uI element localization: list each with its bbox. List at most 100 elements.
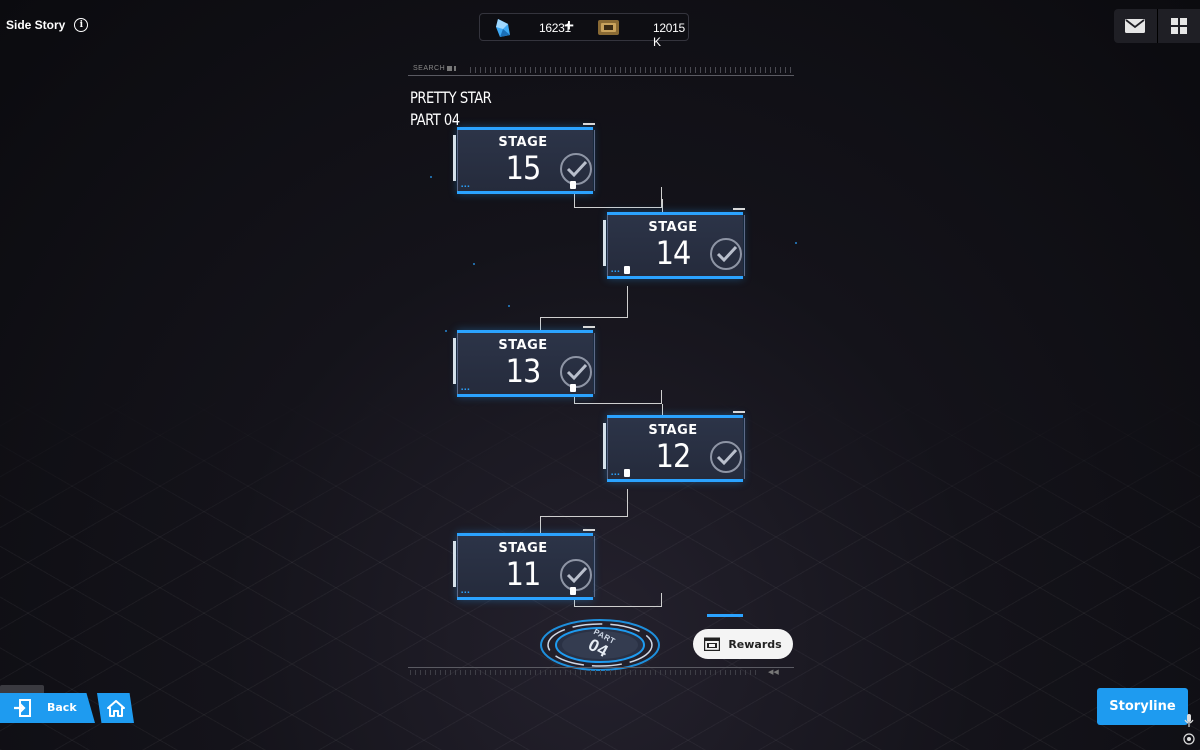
sparkle [430,176,432,178]
stage-dots: ▪▪▪ [611,472,621,478]
stage-card-15[interactable]: STAGE 15 ▪▪▪ [453,123,595,197]
stage-label: STAGE [498,541,548,556]
grid-floor [0,380,1200,750]
stage-node [570,587,576,595]
add-crystal-icon[interactable]: + [564,16,574,35]
stage-label: STAGE [648,423,698,438]
story-title-line2: PART 04 [410,110,460,129]
stage-node [570,181,576,189]
rewind-arrows-icon: ◀◀ [768,669,779,676]
info-icon[interactable]: i [74,18,89,32]
back-tab [0,685,44,693]
storyline-button[interactable]: Storyline [1097,688,1188,725]
stage-number: 11 [505,555,542,593]
sparkle [795,242,797,244]
stage-label: STAGE [648,220,698,235]
stage-label: STAGE [498,135,548,150]
stage-connector [574,390,662,404]
stage-bracket [453,541,456,587]
stage-bracket [603,220,606,266]
currency-bar: 16231 + 12015 K [479,13,689,49]
stage-tab [733,411,745,413]
check-icon [560,153,592,185]
stage-bracket [453,338,456,384]
stage-connector [540,517,541,535]
stage-label: STAGE [498,338,548,353]
search-marker [447,66,452,71]
stage-bracket [453,135,456,181]
home-button[interactable] [97,693,134,723]
page-title: Side Story [6,18,66,32]
sparkle [508,305,510,307]
mail-icon [1125,19,1146,33]
part-badge-text: PART 04 [533,593,666,698]
mail-button[interactable] [1114,9,1157,43]
stage-card-11[interactable]: STAGE 11 ▪▪▪ [453,529,595,603]
stage-connector [540,286,628,318]
stage-connector [662,404,663,419]
bottom-ticks [410,670,760,675]
rewards-label: Rewards [728,637,782,651]
stage-connector [574,593,662,607]
header: Side Story i [6,18,89,32]
check-icon [560,356,592,388]
stage-tab [583,529,595,531]
stage-card-12[interactable]: STAGE 12 ▪▪▪ [603,411,745,485]
stage-card-partial [707,614,743,617]
rewards-button[interactable]: Rewards [693,629,793,659]
home-icon [106,699,125,717]
ticket-amount: 12015 K [653,21,685,49]
stage-tab [583,123,595,125]
stage-card-13[interactable]: STAGE 13 ▪▪▪ [453,326,595,400]
stage-dots: ▪▪▪ [461,590,471,596]
back-label: Back [47,701,77,714]
stage-dots: ▪▪▪ [461,184,471,190]
story-title: PRETTY STAR PART 04 [410,87,492,131]
crystal-icon [496,19,510,37]
stage-tab [583,326,595,328]
stage-dots: ▪▪▪ [461,387,471,393]
stage-number: 12 [655,437,692,475]
stage-dots: ▪▪▪ [611,269,621,275]
corner-buttons [1114,9,1200,43]
stage-node [570,384,576,392]
stage-connector [574,187,662,208]
stage-tab [733,208,745,210]
part-badge-rings [540,619,660,671]
search-marker [454,66,456,71]
search-ticks [470,67,792,73]
sparkle [445,330,447,332]
bottom-line [408,667,794,668]
back-button[interactable]: Back [0,693,95,723]
check-icon [710,441,742,473]
divider [1156,9,1158,43]
bottom-hud-bar: ◀◀ [408,665,794,679]
grid-menu-button[interactable] [1157,9,1200,43]
check-icon [710,238,742,270]
mic-icon[interactable] [1184,714,1194,728]
target-icon[interactable] [1183,733,1195,745]
storyline-label: Storyline [1109,699,1176,714]
grid-menu-icon [1170,18,1187,34]
part-badge[interactable]: PART 04 [539,618,661,672]
ticket-icon [598,20,619,35]
sparkle [473,263,475,265]
stage-node [624,469,630,477]
search-bar[interactable]: SEARCH [408,63,794,77]
stage-number: 15 [505,149,542,187]
stage-number: 13 [505,352,542,390]
search-line [408,75,794,76]
crystal-amount: 16231 [539,21,571,35]
stage-connector [662,199,663,217]
check-icon [560,559,592,591]
stage-card-14[interactable]: STAGE 14 ▪▪▪ [603,208,745,282]
search-label: SEARCH [413,65,446,72]
exit-icon [14,699,31,717]
story-title-line1: PRETTY STAR [410,88,492,107]
rewards-box-icon [704,637,721,651]
stage-bracket [603,423,606,469]
stage-connector [540,318,541,332]
stage-number: 14 [655,234,692,272]
stage-node [624,266,630,274]
stage-connector [540,489,628,517]
